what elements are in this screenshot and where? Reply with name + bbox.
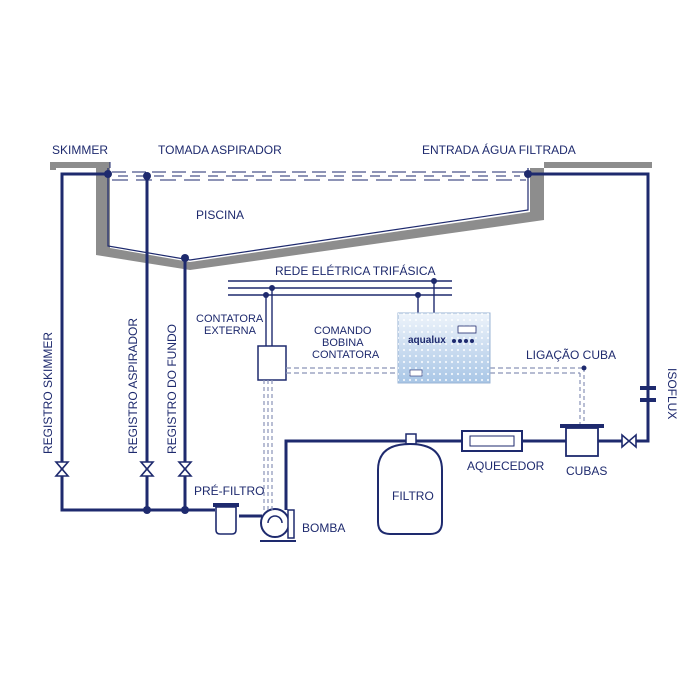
label-aquecedor: AQUECEDOR — [467, 459, 545, 473]
control-wiring — [263, 365, 587, 510]
label-registro-fundo: REGISTRO DO FUNDO — [165, 324, 179, 454]
pool-structure — [50, 162, 652, 270]
panel-display — [457, 325, 477, 334]
label-comando-3: CONTATORA — [312, 349, 380, 361]
label-comando-2: BOBINA — [322, 337, 364, 349]
label-bomba: BOMBA — [302, 521, 345, 535]
three-phase-grid — [228, 278, 452, 346]
aqualux-control-panel[interactable]: aqualux — [397, 312, 491, 384]
valve-skimmer[interactable] — [54, 461, 70, 477]
external-contactor — [257, 345, 287, 381]
label-filtro: FILTRO — [392, 489, 434, 503]
cubas-cell — [560, 424, 624, 457]
label-comando-1: COMANDO — [314, 325, 372, 337]
label-registro-skimmer: REGISTRO SKIMMER — [41, 332, 55, 454]
label-rede-eletrica: REDE ELÉTRICA TRIFÁSICA — [275, 263, 435, 278]
label-pre-filtro: PRÉ-FILTRO — [194, 483, 264, 498]
water-surface — [112, 171, 526, 181]
pump — [260, 439, 408, 542]
label-cubas: CUBAS — [566, 464, 607, 478]
suction-pipes — [60, 170, 215, 514]
label-registro-aspirador: REGISTRO ASPIRADOR — [126, 318, 140, 454]
pre-filter — [213, 503, 262, 535]
valve-fundo[interactable] — [177, 461, 193, 477]
return-line — [524, 170, 656, 449]
brand-logo: aqualux — [408, 335, 446, 346]
label-ligacao-cuba: LIGAÇÃO CUBA — [526, 348, 616, 362]
label-piscina: PISCINA — [196, 208, 244, 222]
label-contatora-1: CONTATORA — [196, 313, 264, 325]
label-entrada-agua-filtrada: ENTRADA ÁGUA FILTRADA — [422, 142, 576, 157]
label-contatora-2: EXTERNA — [204, 325, 257, 337]
label-tomada-aspirador: TOMADA ASPIRADOR — [158, 143, 282, 157]
labels: SKIMMER TOMADA ASPIRADOR ENTRADA ÁGUA FI… — [41, 142, 679, 535]
label-isoflux: ISOFLUX — [665, 368, 679, 419]
label-skimmer: SKIMMER — [52, 143, 108, 157]
heater — [461, 430, 566, 452]
filter-tank — [377, 433, 462, 535]
valve-aspirador[interactable] — [139, 461, 155, 477]
